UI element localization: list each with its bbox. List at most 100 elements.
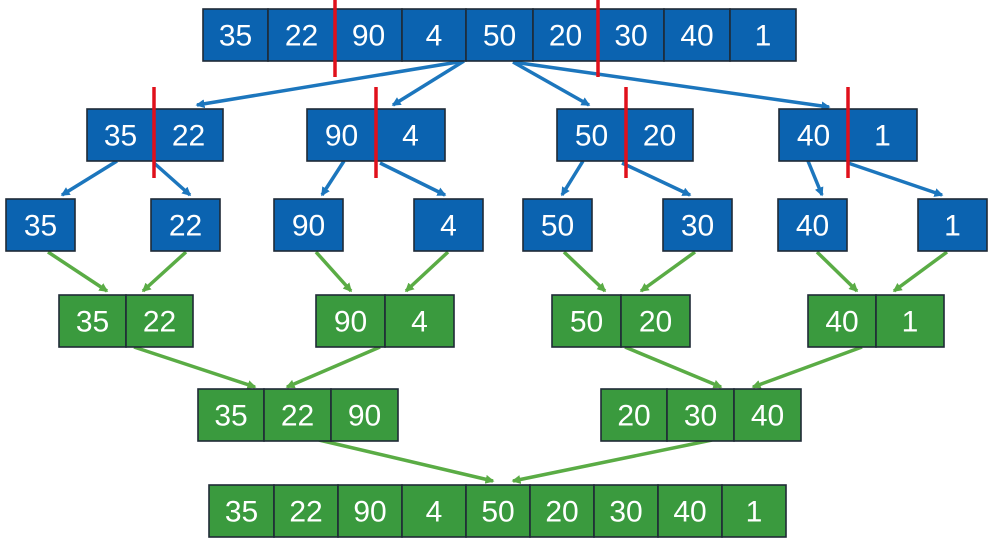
cell-value: 90 bbox=[292, 210, 325, 243]
split-level2-group: 40 bbox=[777, 198, 848, 252]
split-level2-group: 30 bbox=[662, 198, 733, 252]
array-cell bbox=[197, 388, 265, 442]
cell-value: 35 bbox=[76, 306, 109, 339]
cell-value: 1 bbox=[874, 120, 891, 153]
array-cell bbox=[733, 388, 802, 442]
cell-value: 4 bbox=[426, 20, 443, 53]
array-cell bbox=[202, 8, 269, 62]
cell-value: 22 bbox=[172, 120, 205, 153]
array-cell bbox=[666, 388, 735, 442]
cell-value: 40 bbox=[673, 496, 706, 529]
merge-arrow bbox=[562, 250, 607, 293]
split-arrow bbox=[512, 60, 591, 107]
array-cell bbox=[58, 294, 127, 348]
cell-value: 30 bbox=[684, 400, 717, 433]
split-arrow bbox=[320, 160, 346, 197]
split-level2-group: 1 bbox=[917, 198, 988, 252]
array-cell bbox=[529, 484, 595, 538]
merge-level1-group: 40 1 bbox=[807, 294, 945, 348]
array-cell bbox=[5, 198, 76, 252]
cell-value: 20 bbox=[639, 306, 672, 339]
cell-value: 30 bbox=[614, 20, 647, 53]
array-cell bbox=[263, 388, 332, 442]
cell-value: 20 bbox=[549, 20, 582, 53]
cell-value: 22 bbox=[289, 496, 322, 529]
array-cell bbox=[620, 294, 691, 348]
merge-arrow bbox=[511, 438, 713, 484]
merge-arrow bbox=[285, 345, 381, 389]
array-cell bbox=[401, 8, 467, 62]
merge-arrow bbox=[404, 250, 450, 293]
split-arrow bbox=[391, 59, 465, 107]
split-arrow bbox=[560, 160, 585, 197]
merge-arrow bbox=[751, 345, 863, 389]
array-cell bbox=[778, 108, 849, 162]
cell-value: 90 bbox=[348, 400, 381, 433]
array-cell bbox=[663, 8, 731, 62]
merge-arrow bbox=[318, 438, 495, 484]
array-cell bbox=[150, 198, 221, 252]
array-cell bbox=[465, 484, 531, 538]
merge-arrow bbox=[815, 250, 859, 293]
array-cell bbox=[662, 198, 733, 252]
cell-value: 1 bbox=[746, 496, 763, 529]
cell-value: 20 bbox=[643, 120, 676, 153]
cell-value: 35 bbox=[225, 496, 258, 529]
cell-value: 40 bbox=[796, 210, 829, 243]
split-arrow bbox=[60, 159, 118, 197]
array-cell bbox=[401, 484, 467, 538]
merge-arrow bbox=[47, 250, 109, 293]
split-level1-group: 40 1 bbox=[778, 108, 918, 162]
cell-value: 50 bbox=[570, 306, 603, 339]
cell-value: 1 bbox=[902, 306, 919, 339]
cell-value: 22 bbox=[285, 20, 318, 53]
cell-value: 50 bbox=[483, 20, 516, 53]
cell-value: 40 bbox=[825, 306, 858, 339]
split-arrow bbox=[847, 161, 944, 197]
split-arrow bbox=[152, 161, 192, 197]
array-cell bbox=[413, 198, 484, 252]
cell-value: 90 bbox=[352, 20, 385, 53]
merge-level1-group: 50 20 bbox=[551, 294, 691, 348]
split-arrow bbox=[806, 160, 824, 197]
array-cell bbox=[875, 294, 945, 348]
array-cell bbox=[657, 484, 723, 538]
merge-arrow bbox=[133, 345, 257, 389]
cell-value: 35 bbox=[24, 210, 57, 243]
cell-value: 35 bbox=[219, 20, 252, 53]
cell-value: 1 bbox=[755, 20, 772, 53]
cell-value: 4 bbox=[426, 496, 443, 529]
array-cell bbox=[777, 198, 848, 252]
split-level2-group: 90 bbox=[273, 198, 344, 252]
cell-value: 50 bbox=[481, 496, 514, 529]
split-arrow bbox=[379, 161, 447, 197]
cell-value: 4 bbox=[411, 306, 428, 339]
merge-arrow bbox=[314, 250, 353, 293]
split-arrow bbox=[195, 59, 465, 109]
cell-value: 20 bbox=[545, 496, 578, 529]
merge-arrow bbox=[892, 250, 949, 293]
array-cell bbox=[334, 8, 403, 62]
array-cell bbox=[917, 198, 988, 252]
split-level2-group: 4 bbox=[413, 198, 484, 252]
split-arrow bbox=[621, 161, 692, 197]
cell-value: 40 bbox=[797, 120, 830, 153]
cell-value: 90 bbox=[353, 496, 386, 529]
array-cell bbox=[208, 484, 275, 538]
cell-value: 30 bbox=[681, 210, 714, 243]
cell-value: 4 bbox=[440, 210, 457, 243]
cell-value: 22 bbox=[281, 400, 314, 433]
cell-value: 4 bbox=[402, 120, 419, 153]
array-cell bbox=[315, 294, 386, 348]
array-cell bbox=[337, 484, 403, 538]
cell-value: 90 bbox=[325, 120, 358, 153]
split-level2-group: 35 bbox=[5, 198, 76, 252]
cell-value: 22 bbox=[169, 210, 202, 243]
merge-arrow bbox=[141, 250, 188, 293]
